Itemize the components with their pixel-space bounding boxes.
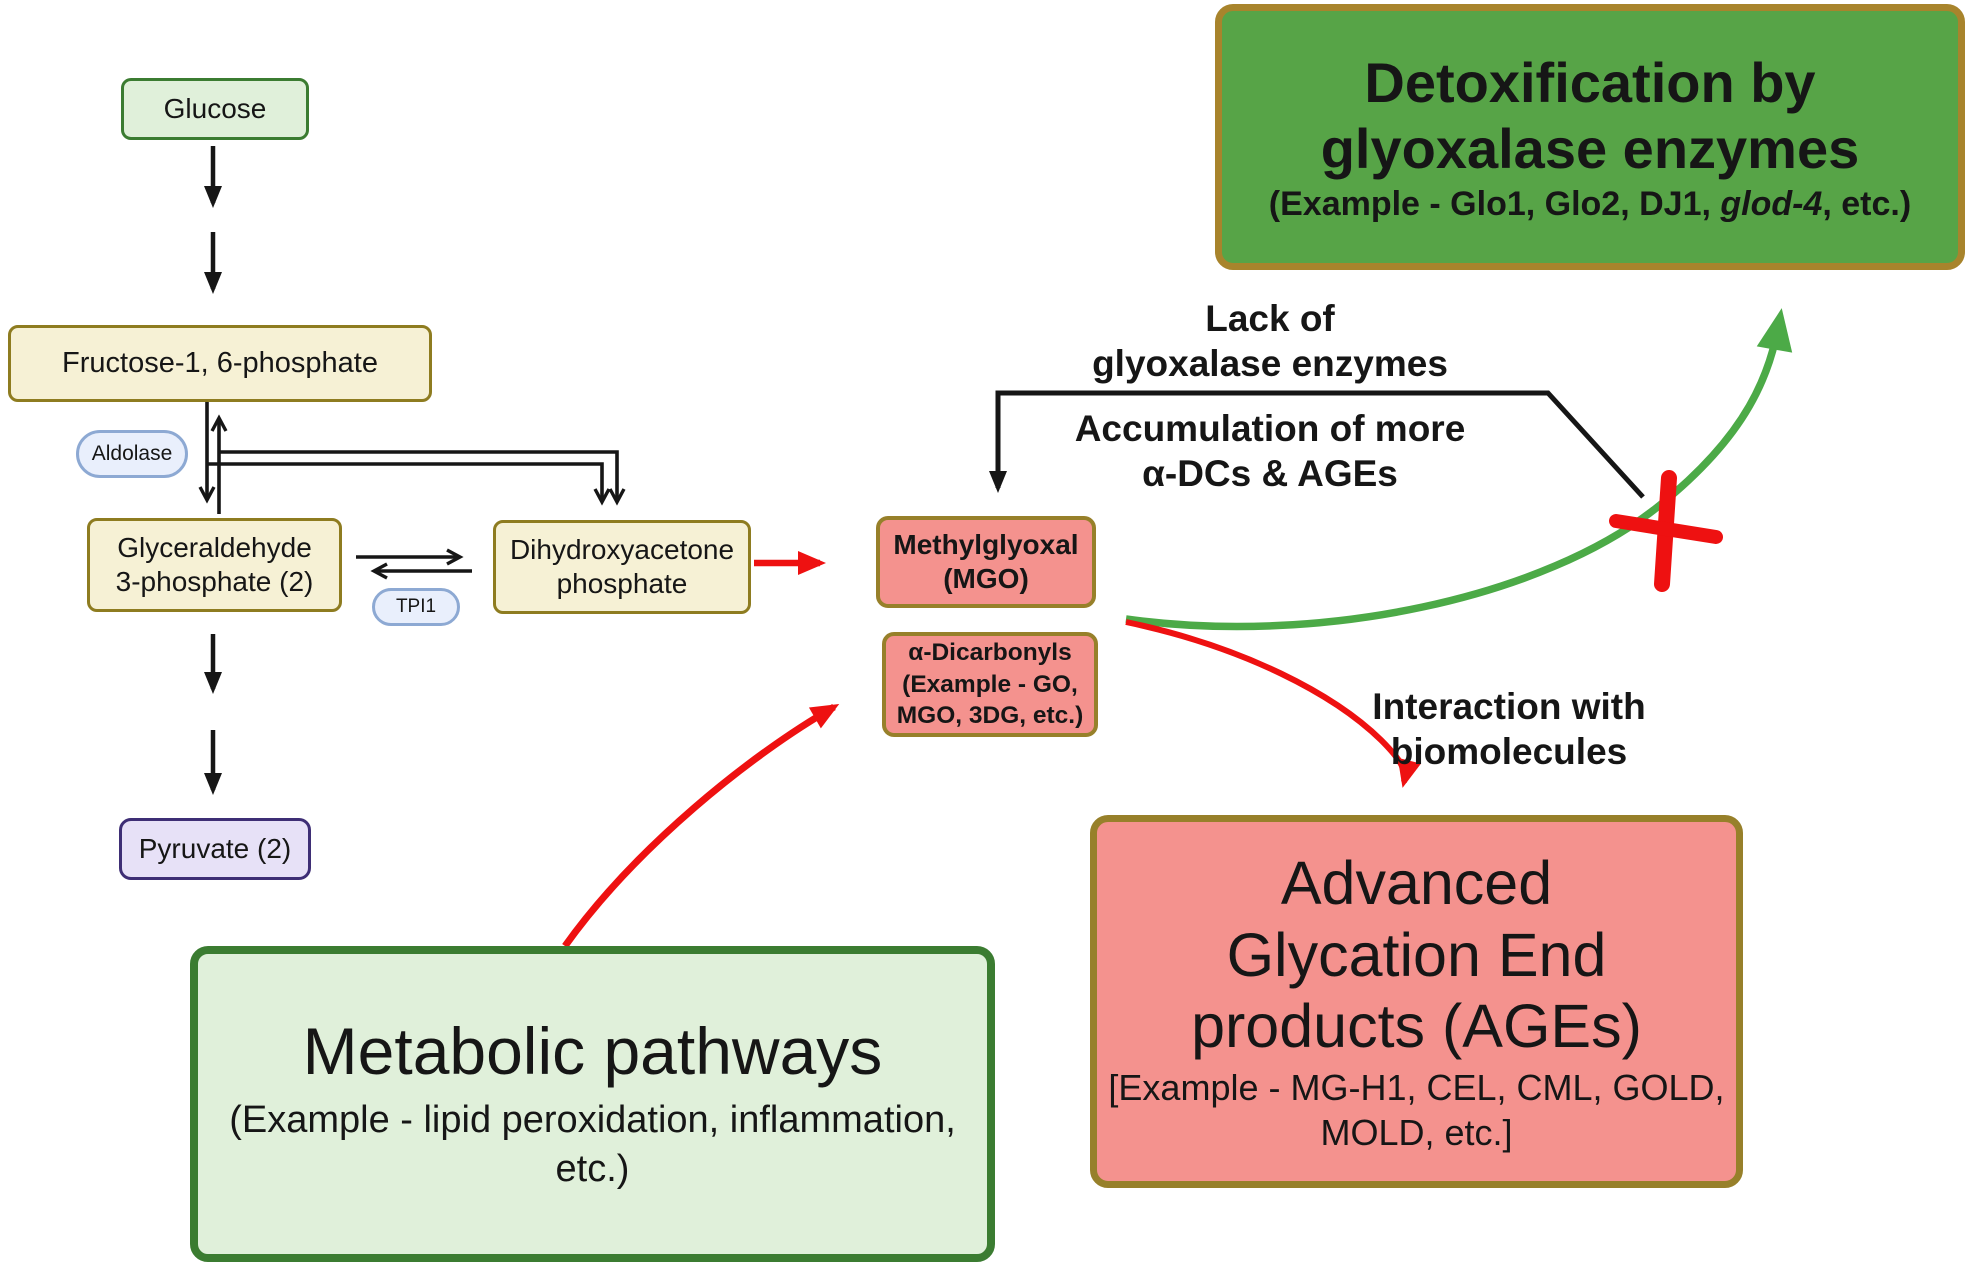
node-dicarbonyls-line3: MGO, 3DG, etc.) bbox=[896, 702, 1084, 730]
box-metabolic-sub2: etc.) bbox=[555, 1147, 630, 1190]
node-dicarbonyls: α-Dicarbonyls (Example - GO, MGO, 3DG, e… bbox=[882, 632, 1098, 737]
arrow-fructose-dhap-outer bbox=[219, 450, 626, 506]
label-interaction-line2: biomolecules bbox=[1390, 731, 1628, 773]
box-ages-title1: Advanced bbox=[1280, 849, 1553, 918]
node-fructose-label: Fructose-1, 6-phosphate bbox=[62, 346, 378, 379]
node-fructose: Fructose-1, 6-phosphate bbox=[8, 325, 432, 402]
box-detoxification-title1: Detoxification by bbox=[1364, 50, 1816, 114]
node-dicarbonyls-line2: (Example - GO, bbox=[902, 670, 1078, 698]
node-pyruvate-label: Pyruvate (2) bbox=[138, 832, 292, 864]
label-interaction: Interaction with biomolecules bbox=[1329, 684, 1689, 774]
enzyme-aldolase: Aldolase bbox=[76, 430, 188, 478]
arrow-fructose-dhap-inner bbox=[207, 462, 611, 506]
box-detoxification-title2: glyoxalase enzymes bbox=[1320, 116, 1860, 180]
node-glucose-label: Glucose bbox=[163, 92, 267, 124]
node-glyceraldehyde: Glyceraldehyde 3-phosphate (2) bbox=[87, 518, 342, 612]
arrow-mgo-ages bbox=[1125, 619, 1421, 788]
label-accumulation-line2: α-DCs & AGEs bbox=[1142, 453, 1398, 495]
node-dhap: Dihydroxyacetone phosphate bbox=[493, 520, 751, 614]
box-detoxification-subtitle: (Example - Glo1, Glo2, DJ1, glod-4, etc.… bbox=[1269, 185, 1911, 224]
node-dicarbonyls-line1: α-Dicarbonyls bbox=[908, 639, 1072, 667]
node-dhap-line1: Dihydroxyacetone bbox=[509, 533, 735, 565]
enzyme-tpi1-label: TPI1 bbox=[395, 596, 437, 617]
box-metabolic-sub1: (Example - lipid peroxidation, inflammat… bbox=[229, 1098, 956, 1141]
box-ages: Advanced Glycation End products (AGEs) [… bbox=[1090, 815, 1743, 1188]
arrow-lack-elbow bbox=[989, 390, 1645, 499]
label-lack-line2: glyoxalase enzymes bbox=[1092, 343, 1448, 385]
box-metabolic-pathways: Metabolic pathways (Example - lipid pero… bbox=[190, 946, 995, 1262]
detox-sub-post: , etc.) bbox=[1822, 185, 1912, 224]
label-lack-of-glyoxalase: Lack of glyoxalase enzymes bbox=[1020, 296, 1520, 386]
detox-sub-italic: glod-4 bbox=[1720, 185, 1823, 224]
enzyme-aldolase-label: Aldolase bbox=[91, 442, 173, 465]
label-accumulation: Accumulation of more α-DCs & AGEs bbox=[1020, 406, 1520, 496]
blocked-x-stroke-2 bbox=[1609, 514, 1723, 544]
node-glucose: Glucose bbox=[121, 78, 309, 140]
arrow-mgo-detox-green bbox=[1125, 308, 1793, 631]
enzyme-tpi1: TPI1 bbox=[372, 588, 460, 626]
box-ages-title2: Glycation End bbox=[1226, 920, 1607, 989]
node-dhap-line2: phosphate bbox=[556, 568, 688, 599]
node-glyceraldehyde-line2: 3-phosphate (2) bbox=[115, 566, 314, 597]
node-mgo-line2: (MGO) bbox=[943, 563, 1029, 594]
detox-sub-pre: (Example - Glo1, Glo2, DJ1, bbox=[1268, 185, 1721, 224]
box-ages-sub1: [Example - MG-H1, CEL, CML, GOLD, bbox=[1108, 1066, 1725, 1108]
arrow-metabolic-dicarbonyls bbox=[562, 703, 840, 949]
label-lack-line1: Lack of bbox=[1205, 298, 1335, 339]
box-detoxification: Detoxification by glyoxalase enzymes (Ex… bbox=[1215, 4, 1965, 270]
box-ages-sub2: MOLD, etc.] bbox=[1320, 1111, 1513, 1153]
label-accumulation-line1: Accumulation of more bbox=[1074, 408, 1466, 449]
node-pyruvate: Pyruvate (2) bbox=[119, 818, 311, 880]
node-mgo-line1: Methylglyoxal bbox=[893, 528, 1079, 560]
box-ages-title3: products (AGEs) bbox=[1191, 992, 1642, 1061]
box-metabolic-title: Metabolic pathways bbox=[302, 1013, 883, 1088]
node-mgo: Methylglyoxal (MGO) bbox=[876, 516, 1096, 608]
label-interaction-line1: Interaction with bbox=[1372, 686, 1646, 727]
node-glyceraldehyde-line1: Glyceraldehyde bbox=[117, 531, 312, 563]
